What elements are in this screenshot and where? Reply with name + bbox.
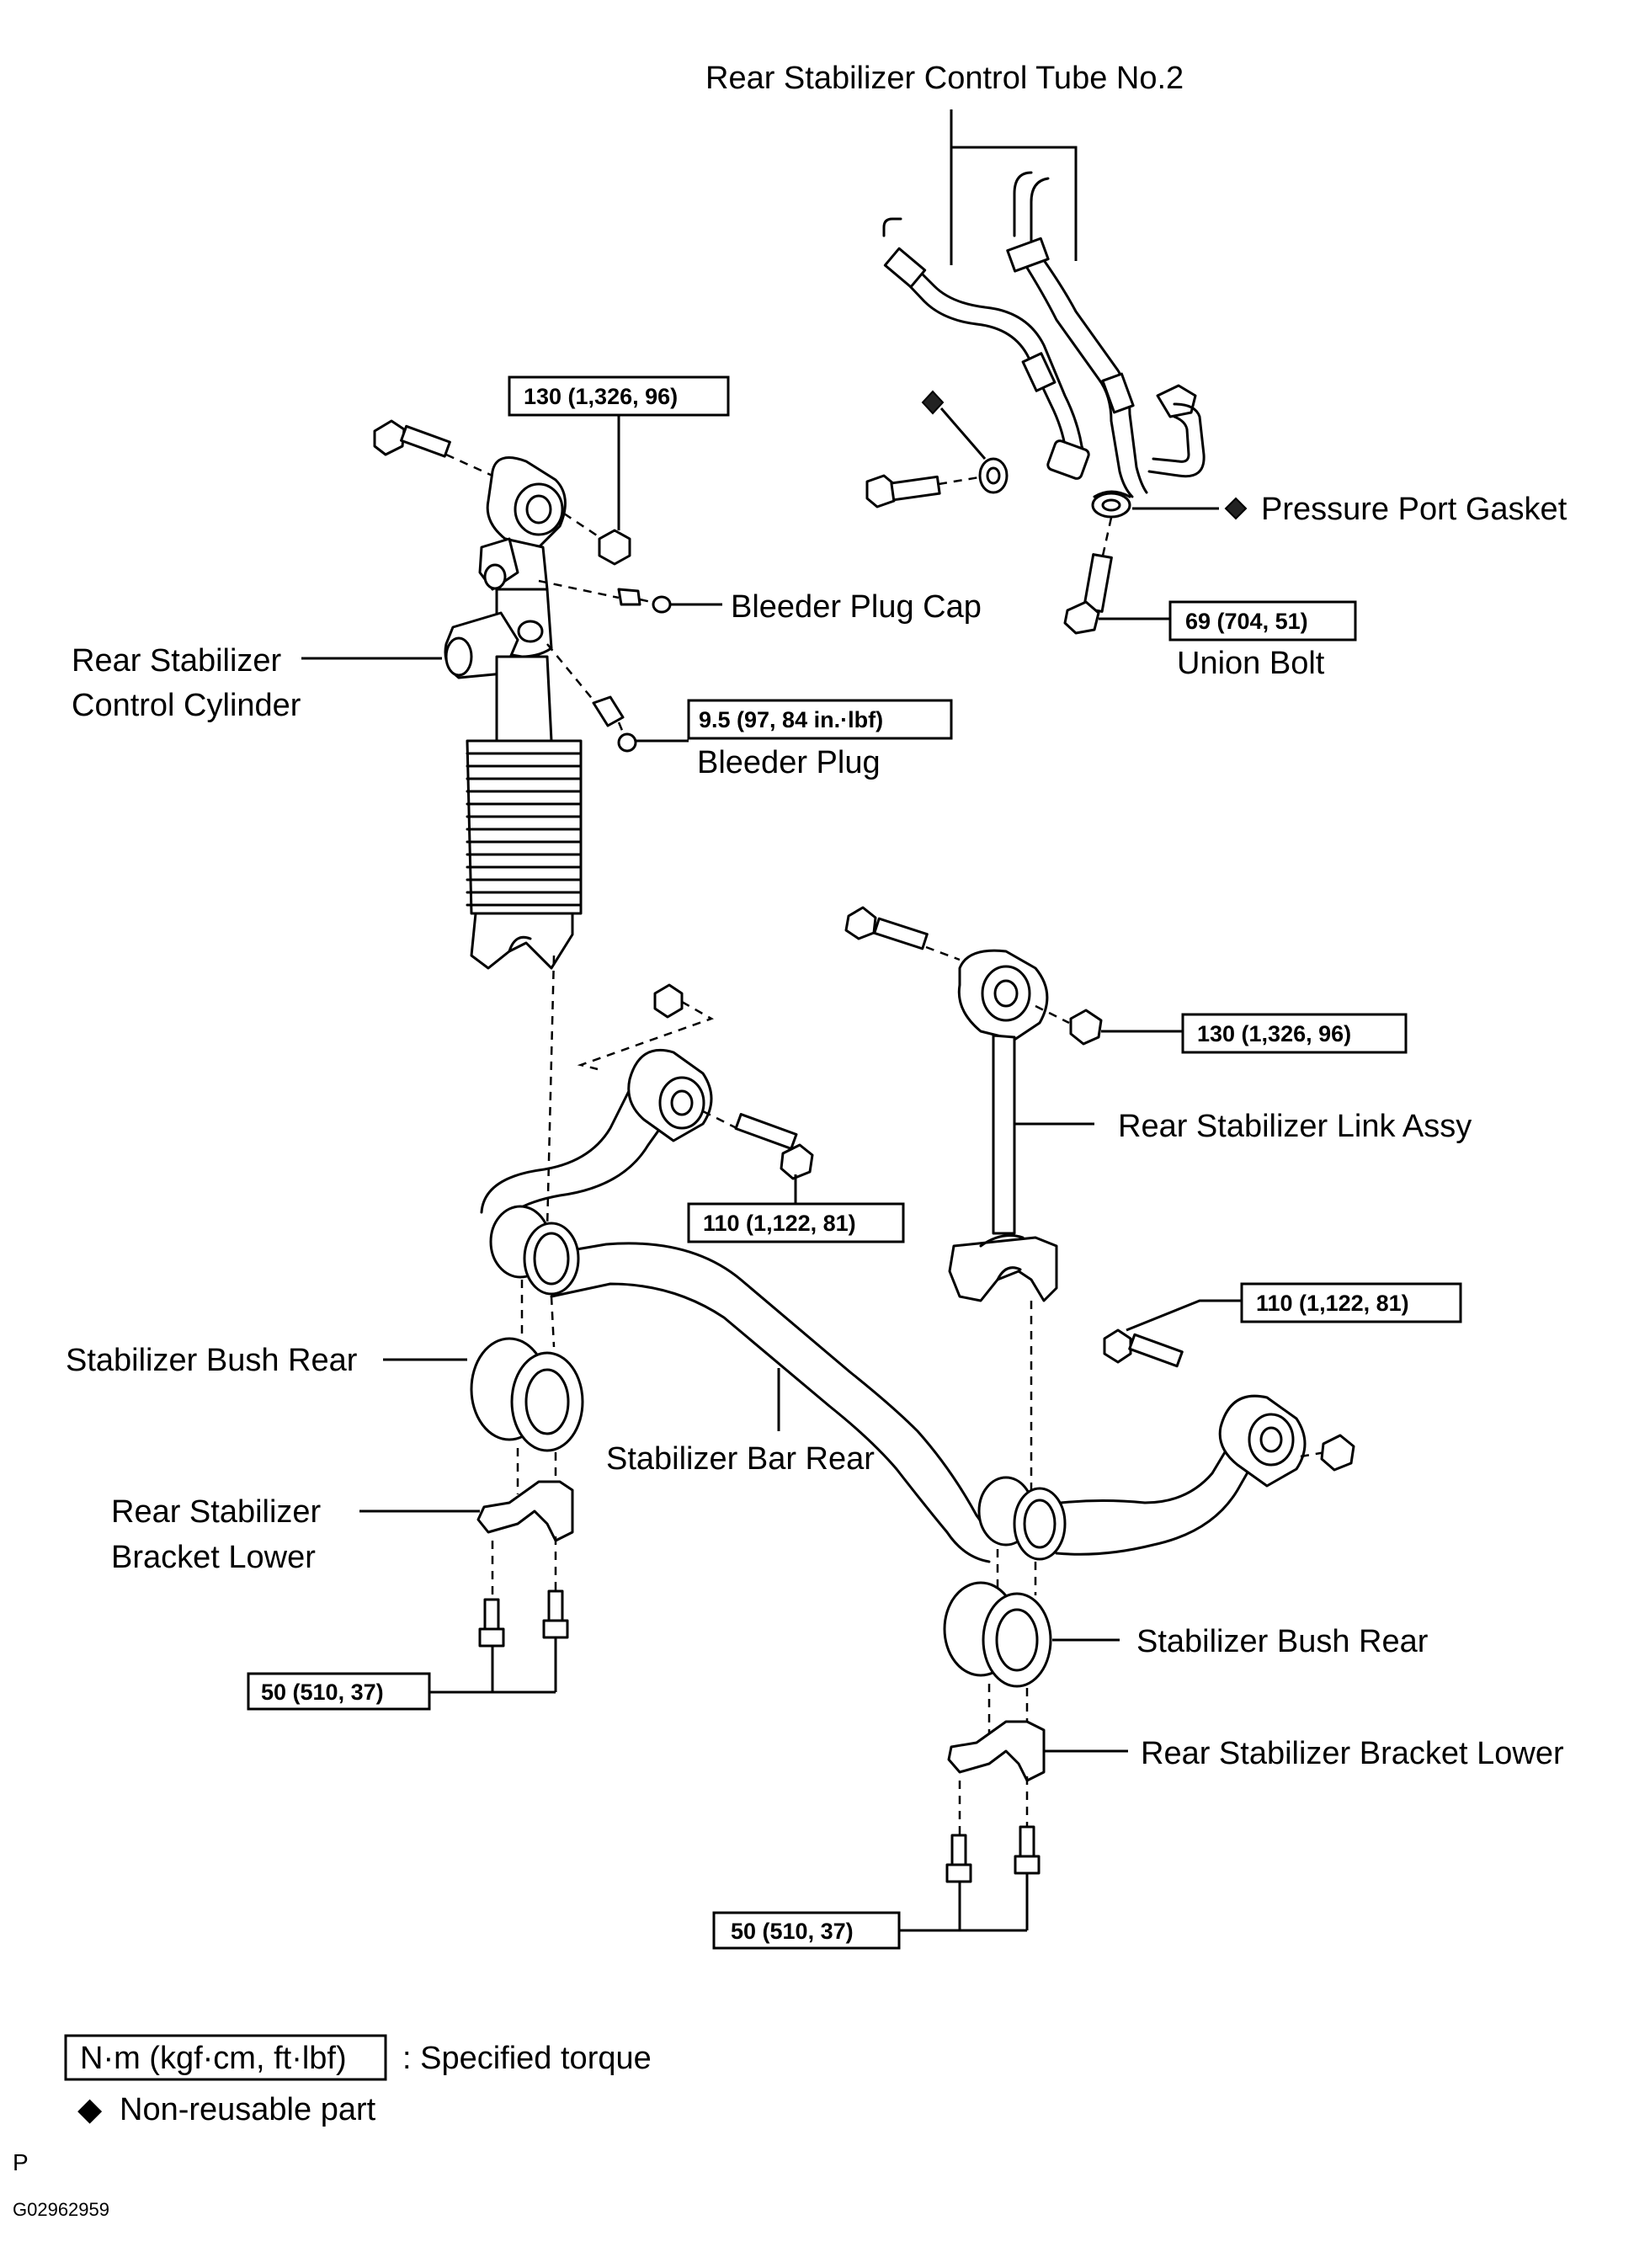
- legend-nonreusable-symbol: ◆: [77, 2092, 103, 2127]
- torque-link-nut: 130 (1,326, 96): [1197, 1021, 1351, 1046]
- footer-figure-id: G02962959: [13, 2199, 109, 2220]
- label-bracket-left-line1: Rear Stabilizer: [111, 1494, 322, 1530]
- union-bolt: [1063, 553, 1357, 642]
- torque-bracket-right: 50 (510, 37): [731, 1919, 854, 1944]
- pressure-port-gasket: [1091, 490, 1248, 556]
- legend-torque-unit: N·m (kgf·cm, ft·lbf): [80, 2041, 347, 2076]
- right-bushing-bracket: [712, 1549, 1128, 1950]
- label-union-bolt: Union Bolt: [1177, 646, 1325, 681]
- label-bleeder-plug-cap: Bleeder Plug Cap: [731, 589, 982, 625]
- torque-bleeder-plug: 9.5 (97, 84 in.·lbf): [699, 707, 883, 732]
- bar-bolt-left: [577, 983, 905, 1243]
- left-bushing-bracket: [247, 1280, 584, 1711]
- torque-union-bolt: 69 (704, 51): [1185, 609, 1308, 634]
- label-bleeder-plug: Bleeder Plug: [697, 745, 881, 780]
- bar-bolt-right: [1103, 1282, 1462, 1472]
- rear-stabilizer-control-cylinder: [373, 419, 672, 1230]
- label-control-tube: Rear Stabilizer Control Tube No.2: [705, 61, 1184, 96]
- stabilizer-bar-rear: [480, 1048, 1307, 1563]
- callout-leaders: [64, 375, 953, 2081]
- torque-bar-bolt-left: 110 (1,122, 81): [703, 1211, 856, 1236]
- nonreusable-marker-icon: [921, 390, 945, 415]
- nonreusable-marker-icon: [1224, 497, 1248, 520]
- tube-bolt-assembly: [865, 390, 1009, 508]
- label-bush-rear-left: Stabilizer Bush Rear: [66, 1343, 358, 1378]
- label-bracket-right: Rear Stabilizer Bracket Lower: [1141, 1736, 1564, 1771]
- label-cylinder-line2: Control Cylinder: [72, 688, 301, 723]
- footer-page-letter: P: [13, 2149, 29, 2175]
- label-cylinder-line1: Rear Stabilizer: [72, 643, 282, 679]
- label-pressure-port-gasket: Pressure Port Gasket: [1261, 492, 1567, 527]
- torque-bar-bolt-right: 110 (1,122, 81): [1256, 1291, 1409, 1316]
- legend-nonreusable-desc: Non-reusable part: [120, 2092, 376, 2127]
- control-tube-no2: [882, 109, 1206, 498]
- torque-cylinder-top: 130 (1,326, 96): [524, 384, 678, 409]
- torque-bracket-left: 50 (510, 37): [261, 1680, 384, 1705]
- text-labels: Rear Stabilizer Control Tube No.2 Pressu…: [13, 61, 1567, 2220]
- label-link-assy: Rear Stabilizer Link Assy: [1118, 1109, 1472, 1144]
- legend-torque-desc: : Specified torque: [402, 2041, 652, 2076]
- label-bar-rear: Stabilizer Bar Rear: [606, 1441, 875, 1477]
- rear-stabilizer-link-assy: [844, 906, 1408, 1490]
- label-bush-rear-right: Stabilizer Bush Rear: [1136, 1624, 1429, 1659]
- label-bracket-left-line2: Bracket Lower: [111, 1540, 316, 1575]
